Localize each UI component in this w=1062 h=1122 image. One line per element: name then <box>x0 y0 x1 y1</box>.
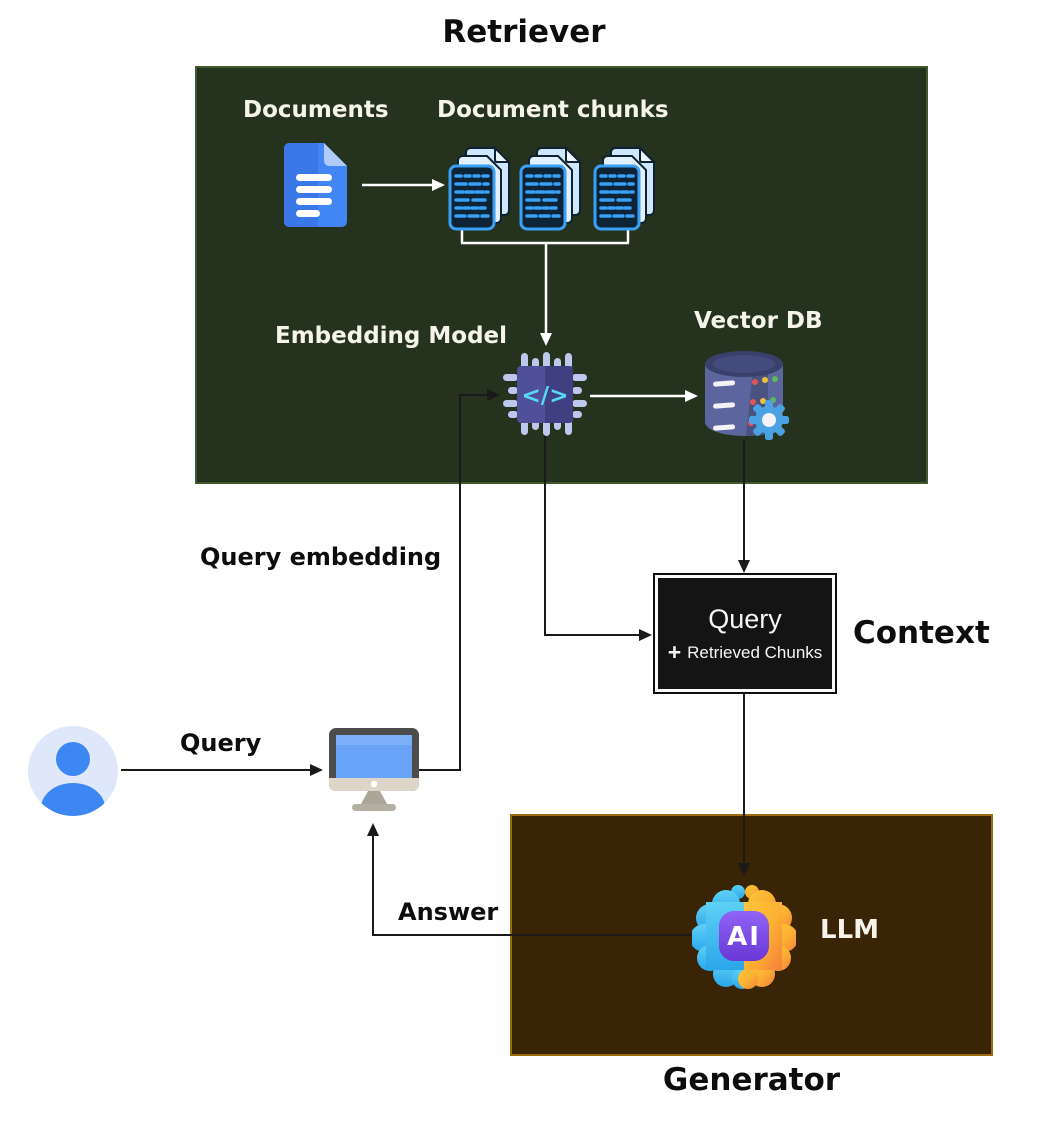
document-chunks-icon <box>519 146 583 231</box>
llm-brain-icon: AI <box>692 885 796 989</box>
arrow-embedding-to-context <box>544 432 652 641</box>
document-chunks-label: Document chunks <box>437 97 669 123</box>
context-box: Query + Retrieved Chunks <box>653 573 837 694</box>
generator-title: Generator <box>662 1062 841 1098</box>
plus-sign: + <box>667 639 682 666</box>
query-embedding-label: Query embedding <box>200 543 442 571</box>
query-label: Query <box>180 729 262 757</box>
answer-label: Answer <box>398 898 499 926</box>
gear-icon <box>749 400 789 440</box>
user-avatar-icon <box>28 726 118 816</box>
embedding-model-chip-icon: </> <box>503 352 587 436</box>
context-retrieved-chunks-text: Retrieved Chunks <box>687 642 823 662</box>
vector-db-label: Vector DB <box>694 308 823 334</box>
context-query-text: Query <box>708 603 782 634</box>
document-icon <box>284 143 347 227</box>
context-label: Context <box>853 615 990 651</box>
arrow-monitor-to-embedding <box>419 389 500 771</box>
monitor-icon <box>329 728 419 811</box>
arrow-llm-answer-to-monitor <box>367 823 694 936</box>
vector-db-icon <box>705 351 789 440</box>
document-chunks-icon <box>593 146 657 231</box>
ai-text: AI <box>727 922 761 952</box>
documents-label: Documents <box>243 97 389 123</box>
document-chunks-icon <box>448 146 512 231</box>
code-glyph: </> <box>522 383 569 409</box>
retriever-title: Retriever <box>442 14 606 50</box>
llm-label: LLM <box>820 915 880 945</box>
embedding-model-label: Embedding Model <box>275 323 508 349</box>
